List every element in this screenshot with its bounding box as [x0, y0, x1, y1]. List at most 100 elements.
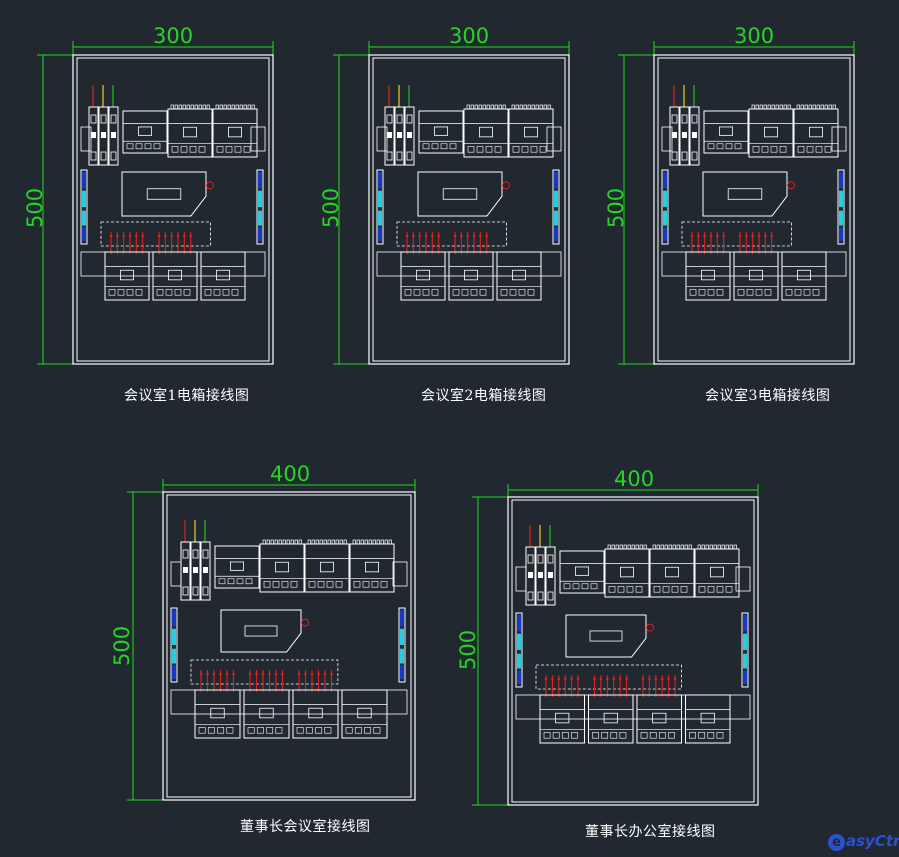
module-terminal [640, 732, 648, 739]
breaker-terminal [691, 114, 698, 124]
din-module [214, 545, 260, 589]
din-rail-end [250, 126, 266, 152]
breaker-terminal [110, 151, 117, 161]
enclosure-outline [653, 54, 855, 365]
mounting-plate [511, 499, 755, 803]
module-terminal [592, 732, 599, 739]
relay-wire-node [304, 672, 307, 676]
relay-wire-node [418, 234, 421, 238]
din-module [304, 543, 350, 593]
module-display [182, 126, 197, 138]
module-ridge [824, 104, 828, 110]
module-ridge [262, 539, 266, 545]
module-ridge [227, 104, 231, 110]
module-ridge [717, 544, 721, 550]
module-ridge [466, 104, 470, 110]
relay-wire-node [745, 234, 748, 238]
mounting-plate [76, 57, 270, 362]
module-ridge [206, 104, 210, 110]
relay-wire-node [697, 234, 700, 238]
module-ridge [215, 104, 219, 110]
relay-wire-node [673, 677, 677, 681]
module-terminal [479, 289, 487, 296]
module-ridge [498, 104, 502, 110]
module-terminal [581, 583, 589, 590]
module-display [555, 712, 570, 724]
module-terminal [467, 146, 475, 153]
module-ridge [190, 104, 194, 110]
din-rail-end [170, 561, 182, 587]
module-ridge [178, 104, 182, 110]
module-ridge [274, 539, 278, 545]
breaker-toggle [91, 132, 96, 138]
module-terminal [658, 732, 666, 739]
module-ridge [247, 104, 251, 110]
module-ridge [539, 104, 543, 110]
module-terminal [626, 586, 634, 593]
module-ridge [729, 544, 733, 550]
module-terminal [707, 143, 715, 150]
din-rail-bottom [170, 689, 408, 715]
din-module [559, 550, 605, 594]
module-terminal [707, 586, 715, 593]
module-ridge [775, 104, 779, 110]
circuit-breaker [394, 106, 405, 166]
breaker-terminal [681, 151, 688, 161]
terminal-block-cyan [743, 633, 747, 650]
module-terminal [308, 581, 316, 588]
breaker-terminal [406, 114, 413, 124]
module-ridge [631, 544, 635, 550]
module-ridge [808, 104, 812, 110]
module-terminal [797, 146, 805, 153]
module-terminal [317, 581, 325, 588]
controller-label-plate [244, 625, 278, 637]
module-display [364, 561, 379, 573]
module-display [797, 269, 812, 281]
relay-wire-node [219, 672, 222, 676]
terminal-block-blue [378, 227, 382, 242]
module-terminal [204, 289, 212, 296]
relay-wire-node [310, 672, 314, 676]
module-terminal [218, 578, 226, 585]
module-terminal [755, 289, 763, 296]
module-ridge [796, 104, 800, 110]
electrical-box-panel-3 [618, 41, 855, 365]
relay-wire-node [297, 672, 301, 676]
module-terminal [590, 583, 598, 590]
breaker-toggle [672, 132, 677, 138]
terminal-block-cyan [400, 648, 404, 664]
height-dimension-3: 500 [604, 187, 628, 228]
module-terminal [698, 732, 706, 739]
module-terminal [461, 289, 469, 296]
module-terminal [689, 732, 696, 739]
height-dimension-4: 500 [110, 625, 134, 666]
breaker-terminal [527, 554, 534, 564]
module-ridge [327, 539, 331, 545]
module-ridge [331, 539, 335, 545]
module-ridge [384, 539, 388, 545]
module-ridge [231, 104, 235, 110]
module-terminal [108, 289, 116, 296]
din-module [793, 108, 839, 158]
module-ridge [356, 539, 360, 545]
module-ridge [660, 544, 664, 550]
width-dimension-1: 300 [153, 24, 194, 48]
breaker-toggle [397, 132, 402, 138]
terminal-block-blue [172, 665, 176, 680]
module-terminal [761, 146, 769, 153]
module-ridge [486, 104, 490, 110]
terminal-block-blue [258, 227, 262, 242]
module-terminal [571, 732, 578, 739]
module-display [652, 712, 667, 724]
breaker-terminal [537, 591, 544, 601]
relay-wire-node [485, 234, 488, 238]
relay-wire-node [716, 234, 719, 238]
terminal-block-cyan [258, 210, 262, 226]
module-ridge [543, 104, 547, 110]
terminal-block-cyan [663, 210, 667, 226]
module-ridge [688, 544, 692, 550]
module-ridge [219, 104, 223, 110]
breaker-terminal [396, 151, 403, 161]
module-ridge [339, 539, 343, 545]
relay-wire-node [164, 234, 167, 238]
